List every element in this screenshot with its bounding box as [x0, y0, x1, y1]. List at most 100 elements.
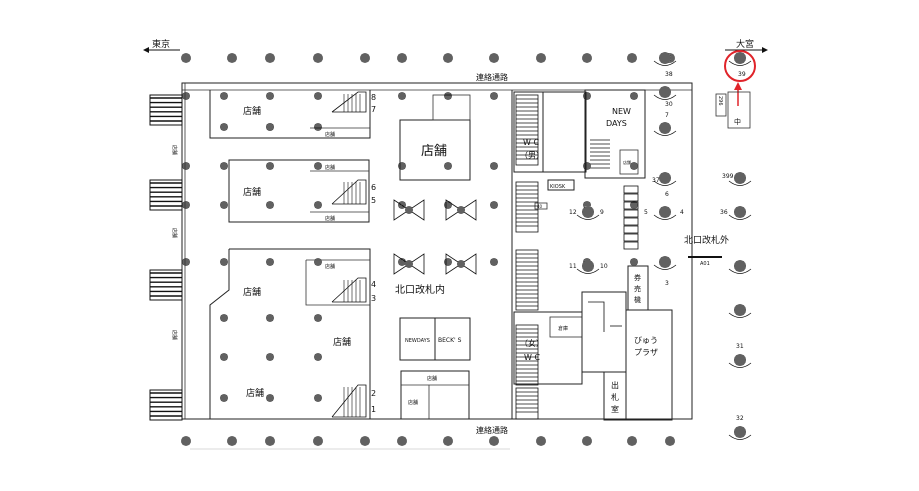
pillar-bottom-8 — [489, 436, 499, 446]
pillar-bottom-6 — [397, 436, 407, 446]
shop-lower-small: 店舗 — [325, 263, 335, 270]
numbered-pillar-12 — [728, 260, 752, 274]
pillar-grid — [444, 162, 452, 170]
pillar-grid — [314, 394, 322, 402]
right-stair-5 — [515, 387, 539, 420]
target-code-label: 296 — [717, 96, 723, 106]
shop-lower-label-2: 店舗 — [333, 336, 351, 348]
numbered-pillar-core — [659, 52, 671, 64]
pillar-grid — [266, 394, 274, 402]
pillar-40-label: 40 — [537, 204, 543, 209]
shop-block-lower: 店舗 店舗 店舗 店舗 — [209, 248, 371, 419]
gate-slot — [623, 233, 639, 242]
corridor-top-label: 連絡通路 — [476, 72, 508, 82]
pillar-grid — [182, 162, 190, 170]
numbered-pillar-3: 30 — [653, 86, 677, 108]
pillar-grid — [444, 201, 452, 209]
pillar-grid — [220, 394, 228, 402]
gate-fixture-3 — [393, 253, 425, 275]
pillar-number-label: 37 — [652, 177, 660, 184]
pillar-top-7 — [443, 53, 453, 63]
target-label: 中 — [734, 117, 741, 126]
pillar-grid — [490, 92, 498, 100]
newdays-main-line-2: DAYS — [606, 119, 627, 128]
target-ad-position: 296 中 — [715, 50, 756, 129]
pillar-number-label: 3 — [665, 280, 669, 287]
pillar-grid — [490, 258, 498, 266]
central-shop: 店舗 — [399, 94, 471, 181]
numbered-pillar-core — [734, 304, 746, 316]
right-stairs — [515, 94, 622, 420]
stair-number-5: 5 — [371, 196, 376, 205]
direction-omiya-label: 大宮 — [736, 38, 754, 50]
pillar-grid — [630, 258, 638, 266]
gate-fixture-4 — [445, 253, 477, 275]
pillar-grid — [398, 162, 406, 170]
gate-slot — [623, 241, 639, 250]
right-stair-1 — [515, 94, 539, 166]
ticket-machine-3: 機 — [634, 295, 641, 304]
outside-gate-label: 北口改札外 — [684, 234, 729, 246]
pillar-bottom-1 — [181, 436, 191, 446]
pillar-number-label: 30 — [665, 101, 673, 108]
wc-men-label: W C （男） — [520, 138, 544, 160]
pillar-rows — [181, 53, 675, 446]
numbered-pillar-1: 38 — [653, 52, 677, 78]
pillar-top-4 — [313, 53, 323, 63]
shop-upper-small: 店舗 — [325, 131, 335, 138]
corridor-bottom-label: 連絡通路 — [476, 425, 508, 435]
stair-number-4: 4 — [371, 280, 376, 289]
numbered-pillar-core — [659, 122, 671, 134]
gate-slot — [623, 217, 639, 226]
pillar-top-9 — [536, 53, 546, 63]
numbered-pillar-core — [659, 206, 671, 218]
gate-fixture-1 — [393, 199, 425, 221]
pillar-grid — [583, 92, 591, 100]
pillar-top-8 — [489, 53, 499, 63]
pillar-number-label: 38 — [665, 71, 673, 78]
gate-fixtures — [393, 199, 477, 275]
highlight-circle — [724, 50, 756, 82]
pillar-top-6 — [397, 53, 407, 63]
pillar-grid — [630, 92, 638, 100]
direction-omiya: 大宮 — [725, 38, 768, 53]
pillar-grid — [220, 201, 228, 209]
pillar-grid — [220, 353, 228, 361]
numbered-pillar-core — [659, 256, 671, 268]
pillar-bottom-7 — [443, 436, 453, 446]
pillar-grid — [314, 123, 322, 131]
numbered-pillar-core — [582, 206, 594, 218]
pillar-grid — [266, 314, 274, 322]
right-inner-area: W C （男） NEW DAYS 店舗 KIOSK 40 倉庫 （女） W C … — [511, 89, 673, 421]
shop-middle-small-top: 店舗 — [325, 164, 335, 171]
stair-number-2: 2 — [371, 389, 376, 398]
numbered-pillar-4: 7 — [653, 112, 677, 136]
pillar-top-2 — [227, 53, 237, 63]
view-plaza-line-2: プラザ — [634, 348, 658, 357]
side-shop-3: 店舗 — [171, 330, 178, 340]
numbered-pillar-core — [734, 260, 746, 272]
pillar-number-label: 12 — [569, 209, 577, 216]
kiosk-side-shop: 店舗 — [623, 159, 631, 165]
storage-label: 倉庫 — [558, 325, 568, 332]
pillar-number-label: 11 — [569, 263, 577, 270]
right-stair-4 — [515, 324, 539, 386]
pillar-grid — [314, 201, 322, 209]
numbered-pillar-core — [659, 86, 671, 98]
wc-women-line-1: （女） — [520, 338, 544, 348]
pillar-number-label: 7 — [665, 112, 669, 119]
numbered-pillar-core — [734, 206, 746, 218]
direction-tokyo-label: 東京 — [152, 38, 170, 50]
left-stair-2 — [149, 179, 183, 211]
numbered-pillar-11: 36 — [720, 206, 752, 220]
pillar-grid — [182, 201, 190, 209]
wc-women-label: （女） W C — [520, 338, 547, 362]
view-plaza-line-1: びゅう — [634, 336, 658, 345]
gate-slot — [623, 201, 639, 210]
becks-label: BECK' S — [438, 337, 462, 344]
pillar-grid — [314, 258, 322, 266]
numbered-pillar-core — [734, 172, 746, 184]
newdays-main-line-1: NEW — [612, 107, 631, 116]
pillar-grid — [220, 162, 228, 170]
